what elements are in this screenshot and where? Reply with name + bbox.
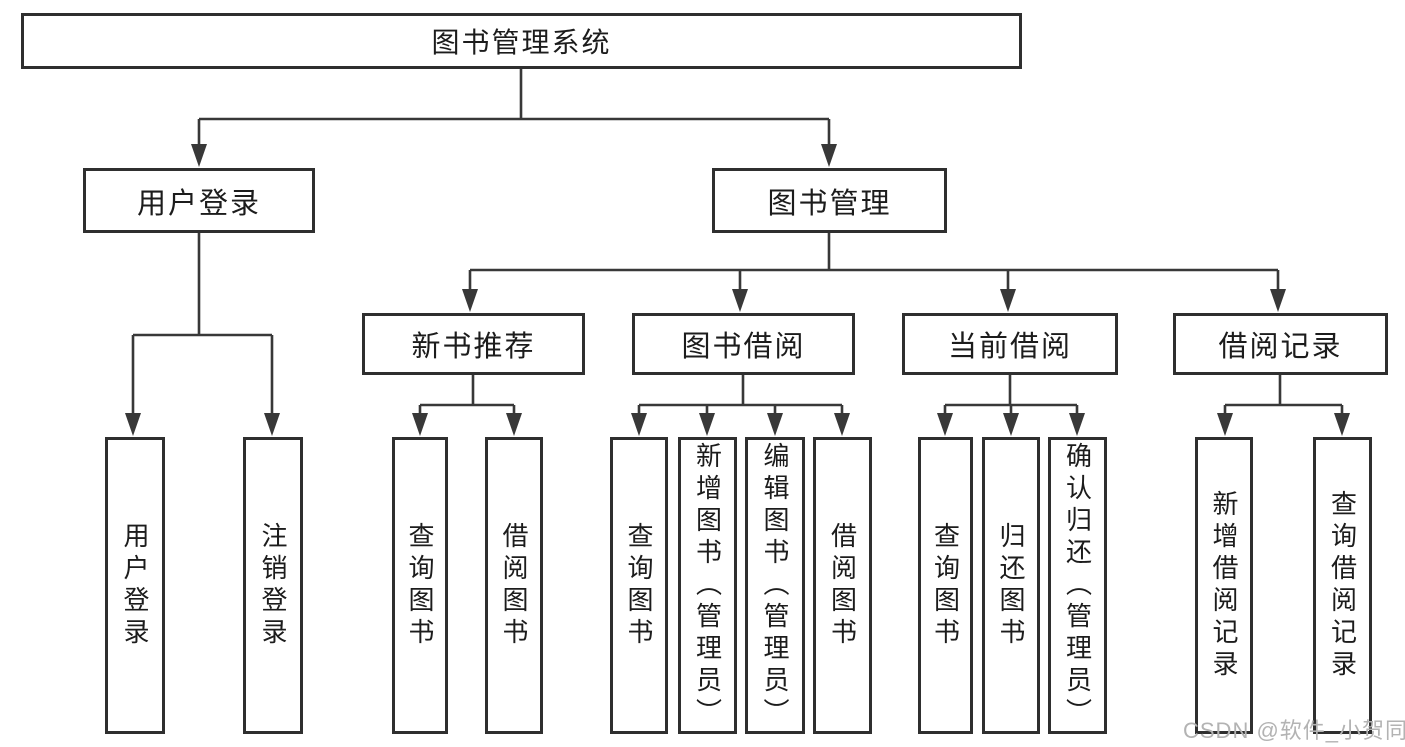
node-current-borrow-label: 当前借阅	[947, 331, 1072, 363]
watermark: CSDN @软件_小贺同学	[1183, 718, 1405, 743]
leaf-return-books-label: 归还图书	[996, 521, 1026, 650]
leaf-current-query-books: 查询图书	[918, 437, 973, 734]
leaf-borrow-query-books-label: 查询图书	[624, 521, 654, 650]
leaf-user-login-label: 用户登录	[120, 521, 150, 650]
leaf-add-borrow-record: 新增借阅记录	[1195, 437, 1253, 734]
node-new-book-recommend: 新书推荐	[362, 313, 585, 375]
arrowhead	[1217, 413, 1233, 436]
arrowhead	[1069, 413, 1085, 436]
wire-book-management-children	[468, 233, 1280, 307]
arrowhead	[1334, 413, 1350, 436]
arrowhead	[125, 413, 141, 436]
arrowhead	[821, 144, 837, 167]
leaf-logout: 注销登录	[243, 437, 303, 734]
arrowhead	[1003, 413, 1019, 436]
leaf-return-books: 归还图书	[982, 437, 1040, 734]
arrowhead	[1000, 289, 1016, 312]
node-new-book-recommend-label: 新书推荐	[411, 331, 536, 363]
leaf-query-borrow-record: 查询借阅记录	[1313, 437, 1372, 734]
leaf-user-login: 用户登录	[105, 437, 165, 734]
arrowhead	[264, 413, 280, 436]
node-book-management-label: 图书管理	[767, 187, 892, 220]
node-book-borrow: 图书借阅	[632, 313, 855, 375]
leaf-edit-books-admin-label: 编辑图书（管理员）	[760, 441, 790, 730]
node-book-management: 图书管理	[712, 168, 947, 233]
arrowhead	[937, 413, 953, 436]
wire-borrow-records-children	[1223, 375, 1344, 430]
arrowhead	[506, 413, 522, 436]
leaf-query-borrow-record-label: 查询借阅记录	[1327, 489, 1358, 682]
arrowhead	[631, 413, 647, 436]
node-current-borrow: 当前借阅	[902, 313, 1118, 375]
node-library-system: 图书管理系统	[21, 13, 1022, 69]
node-borrow-records-label: 借阅记录	[1218, 331, 1343, 363]
leaf-add-borrow-record-label: 新增借阅记录	[1209, 489, 1239, 682]
leaf-confirm-return-admin: 确认归还（管理员）	[1048, 437, 1107, 734]
node-library-system-label: 图书管理系统	[431, 27, 612, 58]
leaf-logout-label: 注销登录	[258, 521, 288, 650]
wire-book-borrow-children	[637, 375, 844, 430]
wire-user-login-children	[131, 233, 274, 430]
leaf-confirm-return-admin-label: 确认归还（管理员）	[1062, 441, 1093, 730]
node-user-login: 用户登录	[83, 168, 315, 233]
leaf-recommend-query-books-label: 查询图书	[405, 521, 435, 650]
leaf-recommend-borrow-books: 借阅图书	[485, 437, 543, 734]
arrowhead	[767, 413, 783, 436]
node-borrow-records: 借阅记录	[1173, 313, 1388, 375]
leaf-add-books-admin: 新增图书（管理员）	[678, 437, 737, 734]
leaf-borrow-books: 借阅图书	[813, 437, 872, 734]
arrowhead	[732, 289, 748, 312]
leaf-borrow-query-books: 查询图书	[610, 437, 668, 734]
leaf-edit-books-admin: 编辑图书（管理员）	[745, 437, 805, 734]
wire-root-to-level2	[197, 69, 831, 162]
arrowhead	[191, 144, 207, 167]
leaf-current-query-books-label: 查询图书	[930, 521, 961, 650]
wire-new-book-recommend-children	[418, 375, 516, 430]
arrowhead	[462, 289, 478, 312]
leaf-recommend-borrow-books-label: 借阅图书	[499, 521, 529, 650]
arrowhead	[834, 413, 850, 436]
leaf-borrow-books-label: 借阅图书	[827, 521, 858, 650]
arrowhead	[1270, 289, 1286, 312]
arrowhead	[412, 413, 428, 436]
node-user-login-label: 用户登录	[136, 187, 261, 220]
leaf-add-books-admin-label: 新增图书（管理员）	[692, 441, 723, 730]
leaf-recommend-query-books: 查询图书	[392, 437, 448, 734]
node-book-borrow-label: 图书借阅	[681, 331, 806, 363]
arrowhead	[699, 413, 715, 436]
